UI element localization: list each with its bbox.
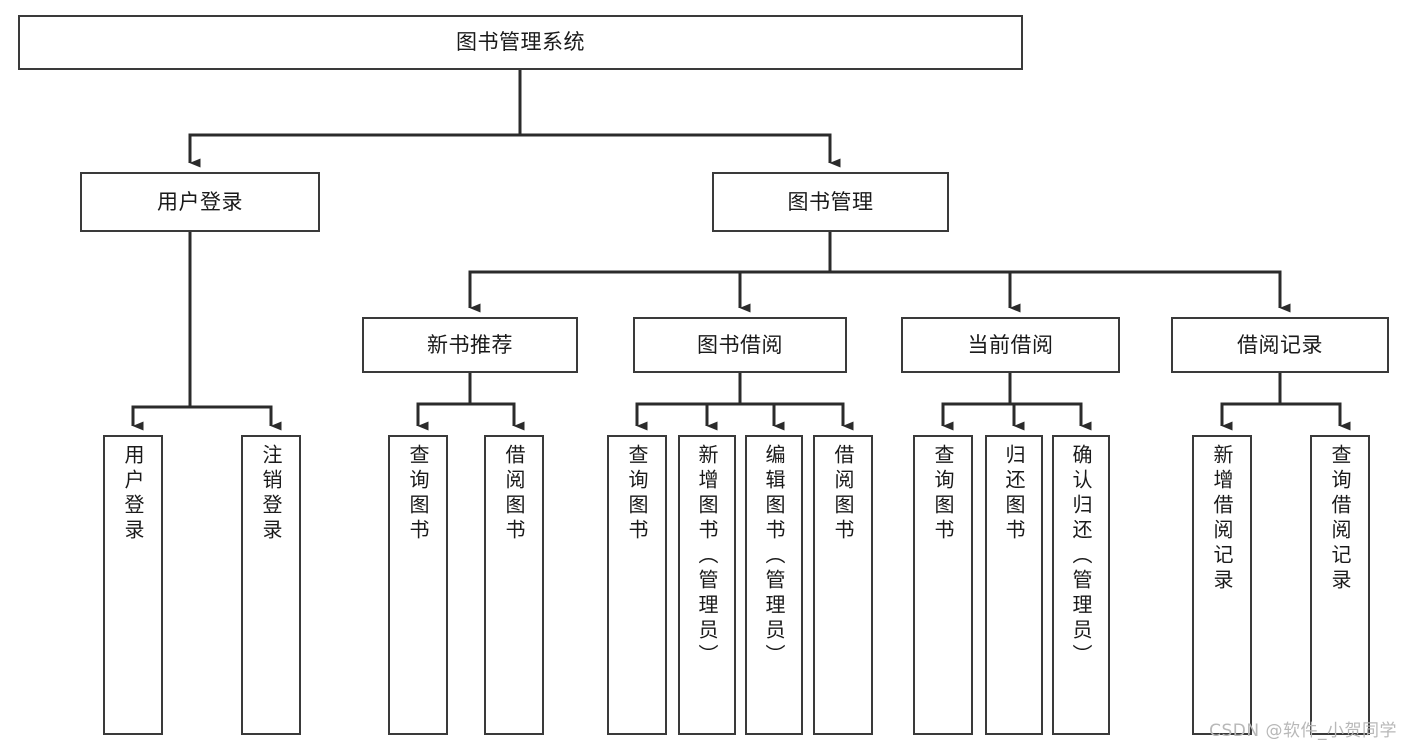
edge-borrow-a (635, 373, 742, 431)
leaf-query-book[interactable]: 查询图书 (607, 435, 667, 735)
leaf-return-book[interactable]: 归还图书 (985, 435, 1043, 735)
edge-borrow-c (740, 402, 785, 431)
edge-bookmgmt-c (830, 270, 1021, 313)
node-book-management-label: 图书管理 (787, 189, 874, 214)
edge-userlogin-right (190, 405, 282, 431)
node-book-management-system[interactable]: 图书管理系统 (18, 15, 1023, 70)
edges-group (131, 70, 1351, 431)
leaf-query-book-current-label: 查询图书 (931, 444, 955, 544)
edge-userlogin-drop (131, 232, 192, 431)
edge-record-a (1220, 373, 1282, 431)
leaf-logout-label: 注销登录 (259, 444, 283, 544)
leaf-borrow-book-recommend[interactable]: 借阅图书 (484, 435, 544, 735)
leaf-user-login-label: 用户登录 (121, 444, 145, 544)
leaf-query-book-recommend[interactable]: 查询图书 (388, 435, 448, 735)
leaf-logout[interactable]: 注销登录 (241, 435, 301, 735)
edge-root-split (188, 70, 522, 168)
edge-bookmgmt-d (830, 270, 1291, 313)
edge-recommend-right (470, 402, 525, 431)
edge-current-c (1010, 402, 1092, 431)
leaf-query-borrow-record[interactable]: 查询借阅记录 (1310, 435, 1370, 735)
leaf-user-login[interactable]: 用户登录 (103, 435, 163, 735)
leaf-borrow-book[interactable]: 借阅图书 (813, 435, 873, 735)
node-current-borrow[interactable]: 当前借阅 (901, 317, 1120, 373)
leaf-add-book-admin[interactable]: 新增图书（管理员） (678, 435, 736, 735)
node-user-login-label: 用户登录 (157, 189, 243, 214)
leaf-borrow-book-recommend-label: 借阅图书 (502, 444, 526, 544)
leaf-borrow-book-label: 借阅图书 (831, 444, 855, 544)
edge-recommend-drop (416, 373, 472, 431)
node-borrow-record[interactable]: 借阅记录 (1171, 317, 1389, 373)
leaf-confirm-return-admin[interactable]: 确认归还（管理员） (1052, 435, 1110, 735)
node-book-borrow-label: 图书借阅 (697, 332, 783, 357)
edge-current-b (1010, 402, 1025, 431)
leaf-edit-book-admin[interactable]: 编辑图书（管理员） (745, 435, 803, 735)
edge-bookmgmt-drop (468, 232, 832, 313)
edge-record-b (1280, 402, 1351, 431)
leaf-add-borrow-record-label: 新增借阅记录 (1210, 444, 1234, 594)
edge-borrow-d (740, 402, 854, 431)
leaf-confirm-return-admin-label: 确认归还（管理员） (1069, 444, 1093, 669)
edge-borrow-b (705, 402, 740, 431)
leaf-query-book-current[interactable]: 查询图书 (913, 435, 973, 735)
leaf-query-book-recommend-label: 查询图书 (406, 444, 430, 544)
node-book-management-system-label: 图书管理系统 (456, 30, 585, 55)
leaf-add-book-admin-label: 新增图书（管理员） (695, 444, 719, 669)
leaf-query-book-label: 查询图书 (625, 444, 649, 544)
node-new-book-recommend[interactable]: 新书推荐 (362, 317, 578, 373)
node-new-book-recommend-label: 新书推荐 (427, 332, 513, 357)
leaf-return-book-label: 归还图书 (1002, 444, 1026, 544)
node-current-borrow-label: 当前借阅 (967, 332, 1054, 357)
leaf-add-borrow-record[interactable]: 新增借阅记录 (1192, 435, 1252, 735)
node-book-management[interactable]: 图书管理 (712, 172, 949, 232)
node-book-borrow[interactable]: 图书借阅 (633, 317, 847, 373)
node-borrow-record-label: 借阅记录 (1237, 332, 1323, 357)
leaf-edit-book-admin-label: 编辑图书（管理员） (762, 444, 786, 669)
leaf-query-borrow-record-label: 查询借阅记录 (1328, 444, 1352, 594)
edge-root-to-book-mgmt (520, 133, 841, 168)
node-user-login[interactable]: 用户登录 (80, 172, 320, 232)
edge-bookmgmt-b (738, 270, 830, 313)
edge-current-a (941, 373, 1012, 431)
